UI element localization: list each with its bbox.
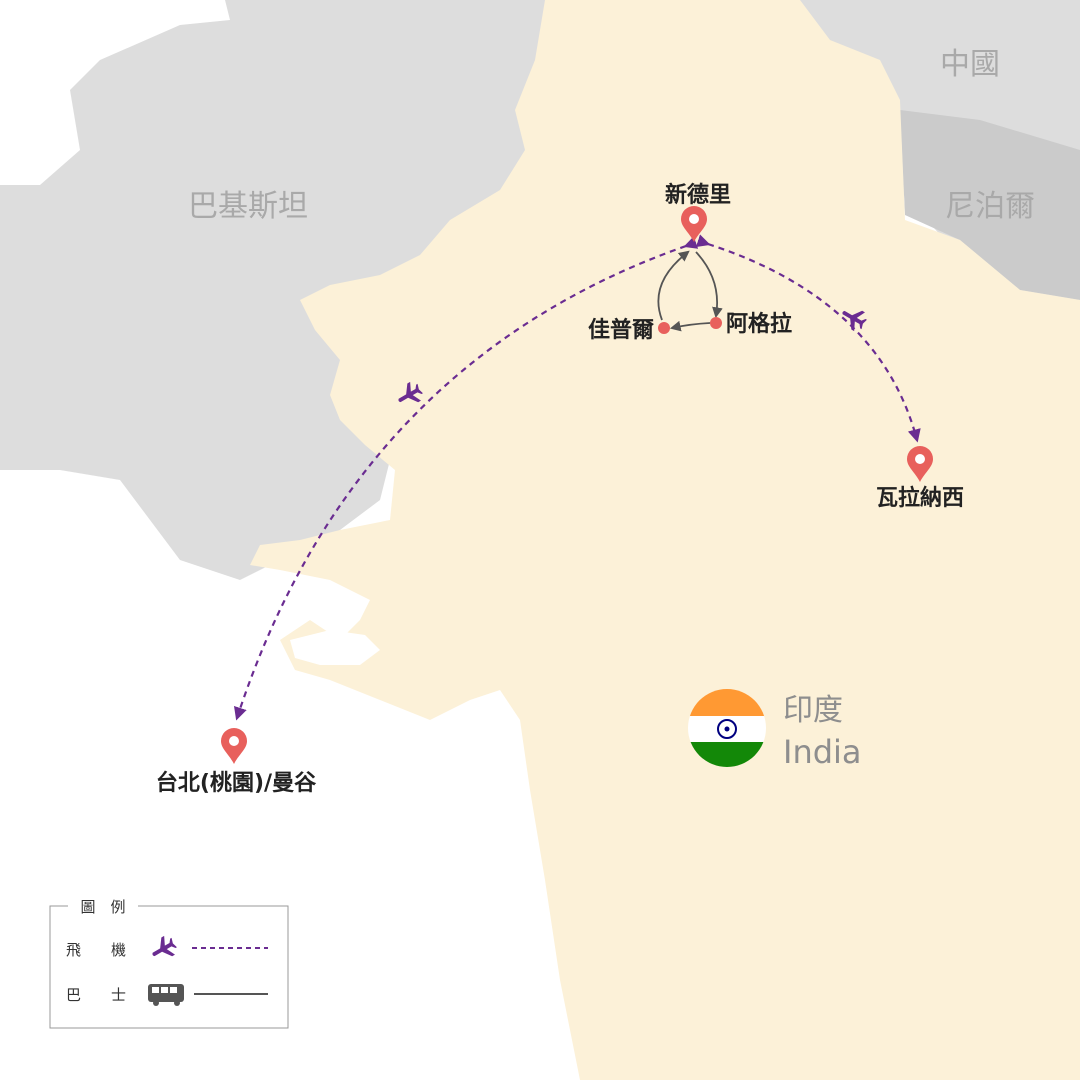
legend-bus-icon (148, 984, 184, 1006)
agra-label: 阿格拉 (726, 311, 792, 337)
pakistan-label: 巴基斯坦 (188, 189, 308, 224)
india-label-zh: 印度 (783, 693, 843, 728)
new-delhi-label: 新德里 (665, 182, 731, 208)
agra-dot-icon (710, 317, 722, 329)
legend-bus-label: 巴 士 (66, 986, 126, 1004)
arabian-sea-north (0, 0, 230, 185)
bus-route-delhi-agra (695, 251, 723, 319)
flight-route-taipei-delhi (234, 236, 699, 721)
legend-plane-label: 飛 機 (66, 941, 126, 959)
jaipur-label: 佳普爾 (588, 317, 654, 343)
india-label-en: India (783, 733, 862, 771)
nepal-label: 尼泊爾 (945, 189, 1035, 224)
legend: 圖 例 飛 機 巴 士 (49, 896, 289, 1029)
china-label: 中國 (940, 47, 1000, 82)
legend-box (49, 905, 289, 1029)
jaipur-dot-icon (658, 322, 670, 334)
flight-route-delhi-varanasi (695, 234, 921, 443)
taipei-bangkok-label: 台北(桃園)/曼谷 (156, 770, 317, 796)
nepal-region (900, 110, 1080, 300)
legend-title: 圖 例 (80, 898, 125, 916)
bus-route-jaipur-delhi (657, 250, 690, 321)
bus-route-agra-jaipur (669, 320, 711, 332)
varanasi-label: 瓦拉納西 (876, 485, 964, 511)
